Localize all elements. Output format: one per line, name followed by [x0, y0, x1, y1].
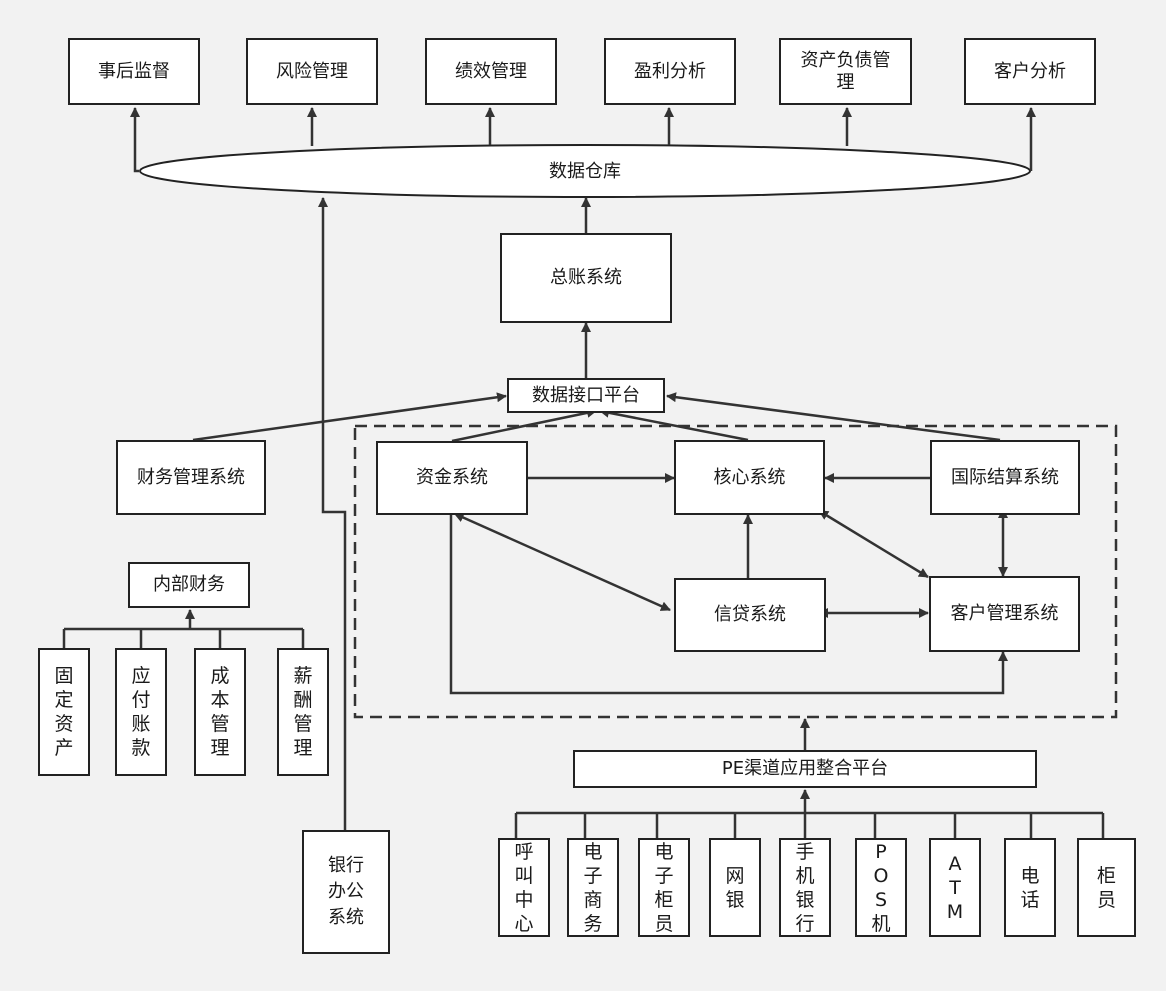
- label-internal-finance: 内部财务: [153, 574, 225, 595]
- business-systems-group: [353, 424, 1118, 719]
- channel-label: POS机: [871, 840, 891, 935]
- label-profit-analysis: 盈利分析: [634, 60, 706, 82]
- channel-label: 电子商务: [583, 840, 603, 935]
- label-accounts-payable: 应付账款: [131, 665, 151, 759]
- box-international-settlement-system: 国际结算系统: [930, 440, 1080, 515]
- channel-mobile-banking: 手机银行: [779, 838, 831, 937]
- channel-label: 手机银行: [795, 840, 815, 935]
- channel-online-banking: 网银: [709, 838, 761, 937]
- label-post-supervision: 事后监督: [98, 60, 170, 82]
- box-post-supervision: 事后监督: [68, 38, 200, 105]
- channel-label: 电子柜员: [654, 840, 674, 935]
- label-data-interface-platform: 数据接口平台: [532, 384, 640, 406]
- label-core-system: 核心系统: [713, 466, 786, 488]
- label-general-ledger: 总账系统: [550, 267, 622, 288]
- box-internal-finance: 内部财务: [128, 562, 250, 608]
- channel-label: 呼叫中心: [514, 840, 534, 935]
- box-credit-system: 信贷系统: [674, 578, 826, 652]
- box-financial-management-system: 财务管理系统: [116, 440, 266, 515]
- channel-e-commerce: 电子商务: [567, 838, 619, 937]
- box-accounts-payable: 应付账款: [115, 648, 167, 776]
- label-performance-management: 绩效管理: [455, 60, 527, 82]
- channel-e-teller: 电子柜员: [638, 838, 690, 937]
- channel-atm: ATM: [929, 838, 981, 937]
- label-risk-management: 风险管理: [276, 60, 348, 82]
- box-profit-analysis: 盈利分析: [604, 38, 736, 105]
- box-risk-management: 风险管理: [246, 38, 378, 105]
- channel-call-center: 呼叫中心: [498, 838, 550, 937]
- channel-label: ATM: [946, 852, 964, 923]
- box-core-system: 核心系统: [674, 440, 825, 515]
- box-bank-office-system: 银行办公系统: [302, 830, 390, 954]
- box-payroll-management: 薪酬管理: [277, 648, 329, 776]
- channel-telephone: 电话: [1004, 838, 1056, 937]
- label-treasury-system: 资金系统: [416, 467, 488, 488]
- label-asset-liability-management: 资产负债管理: [800, 49, 891, 93]
- box-asset-liability-management: 资产负债管理: [779, 38, 912, 105]
- box-general-ledger: 总账系统: [500, 233, 672, 323]
- label-pe-platform: PE渠道应用整合平台: [721, 758, 889, 779]
- label-customer-analysis: 客户分析: [994, 60, 1066, 82]
- label-international-settlement-system: 国际结算系统: [951, 466, 1059, 488]
- label-bank-office-system: 银行办公系统: [328, 855, 364, 928]
- channel-label: 柜员: [1096, 864, 1116, 911]
- channel-pos: POS机: [855, 838, 907, 937]
- label-financial-management-system: 财务管理系统: [137, 466, 245, 488]
- box-fixed-assets: 固定资产: [38, 648, 90, 776]
- box-data-interface-platform: 数据接口平台: [507, 378, 665, 413]
- box-customer-management-system: 客户管理系统: [929, 576, 1080, 652]
- channel-label: 电话: [1020, 864, 1040, 911]
- channel-teller: 柜员: [1077, 838, 1136, 937]
- data-warehouse-label: 数据仓库: [549, 161, 621, 182]
- channel-label: 网银: [725, 864, 745, 911]
- box-pe-platform: PE渠道应用整合平台: [573, 750, 1037, 788]
- box-treasury-system: 资金系统: [376, 441, 528, 515]
- label-fixed-assets: 固定资产: [54, 665, 74, 759]
- box-performance-management: 绩效管理: [425, 38, 557, 105]
- label-customer-management-system: 客户管理系统: [950, 603, 1059, 624]
- box-customer-analysis: 客户分析: [964, 38, 1096, 105]
- label-credit-system: 信贷系统: [714, 604, 786, 625]
- label-payroll-management: 薪酬管理: [293, 665, 313, 759]
- box-cost-management: 成本管理: [194, 648, 246, 776]
- label-cost-management: 成本管理: [210, 665, 230, 759]
